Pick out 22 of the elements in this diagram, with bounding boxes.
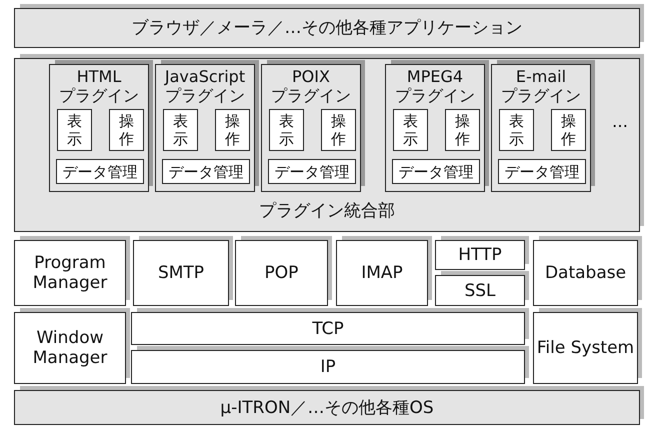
function-box: 操作 <box>109 109 144 151</box>
function-box: データ管理 <box>498 159 586 184</box>
function-box: データ管理 <box>268 159 356 184</box>
function-box: 表示 <box>163 109 198 151</box>
function-box: 操作 <box>321 109 356 151</box>
plugin-title: POIX プラグイン <box>270 67 352 105</box>
plugin-title: JavaScript プラグイン <box>163 67 246 105</box>
ellipsis-label: … <box>612 112 628 131</box>
function-box: データ管理 <box>162 159 250 184</box>
function-box: データ管理 <box>56 159 144 184</box>
function-box: 操作 <box>215 109 250 151</box>
function-box: 表示 <box>57 109 92 151</box>
function-box: 操作 <box>445 109 480 151</box>
function-box: データ管理 <box>392 159 480 184</box>
function-box: 操作 <box>551 109 586 151</box>
plugin-title: HTML プラグイン <box>58 67 140 105</box>
plugin-title: E-mail プラグイン <box>500 67 582 105</box>
function-box: 表示 <box>393 109 428 151</box>
panel-label: プラグイン統合部 <box>259 200 395 222</box>
function-box: 表示 <box>269 109 304 151</box>
function-box: 表示 <box>499 109 534 151</box>
plugin-title: MPEG4 プラグイン <box>394 67 476 105</box>
